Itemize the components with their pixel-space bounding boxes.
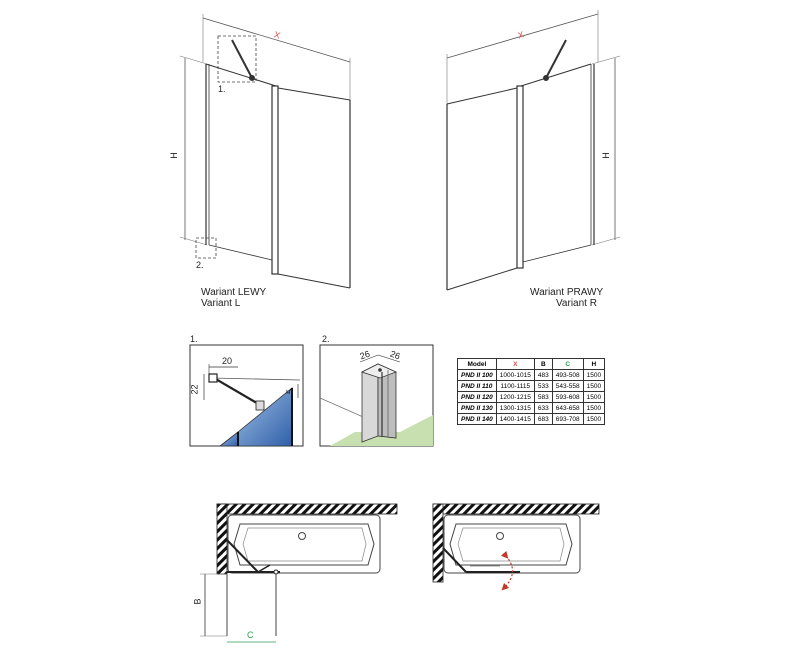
top-right-dim-h: H — [600, 152, 611, 159]
cell-b: 633 — [533, 402, 553, 414]
cell-x: 1000-1015 — [495, 369, 535, 381]
detail-1-dim-5: 5 — [285, 388, 296, 395]
header-c: C — [551, 358, 584, 370]
cell-c: 493-508 — [551, 369, 584, 381]
cell-c: 643-658 — [551, 402, 584, 414]
table-row: PND II 120 1200-1215 583 593-608 1500 — [457, 391, 606, 403]
top-left-detail-2-label: 2. — [196, 260, 204, 270]
table-row: PND II 130 1300-1315 633 643-658 1500 — [457, 402, 606, 414]
cell-x: 1100-1115 — [495, 380, 535, 392]
cell-h: 1500 — [582, 391, 606, 403]
cell-model: PND II 120 — [457, 391, 497, 403]
cell-b: 483 — [533, 369, 553, 381]
cell-h: 1500 — [582, 369, 606, 381]
cell-h: 1500 — [582, 380, 606, 392]
cell-c: 693-708 — [551, 413, 584, 425]
cell-b: 683 — [533, 413, 553, 425]
plan-dim-c: C — [247, 630, 254, 640]
spec-table-header-row: Model X B C H — [457, 358, 606, 370]
top-left-detail-1-label: 1. — [218, 84, 226, 94]
cell-model: PND II 110 — [457, 380, 497, 392]
table-row: PND II 100 1000-1015 483 493-508 1500 — [457, 369, 606, 381]
detail-1-dim-20: 20 — [222, 356, 233, 366]
header-h: H — [582, 358, 606, 370]
cell-model: PND II 140 — [457, 413, 497, 425]
spec-table: Model X B C H PND II 100 1000-1015 483 4… — [457, 358, 606, 425]
detail-2-drawing — [319, 344, 434, 447]
cell-x: 1300-1315 — [495, 402, 535, 414]
variant-left-caption-pl: Wariant LEWY — [201, 287, 267, 298]
variant-right-drawing — [446, 10, 621, 291]
cell-c: 543-558 — [551, 380, 584, 392]
variant-right-caption-pl: Wariant PRAWY — [530, 287, 604, 298]
table-row: PND II 110 1100-1115 533 543-558 1500 — [457, 380, 606, 392]
top-left-dim-h: H — [168, 152, 179, 159]
cell-x: 1200-1215 — [495, 391, 535, 403]
header-model: Model — [457, 358, 497, 370]
detail-2-number: 2. — [322, 334, 330, 344]
cell-b: 533 — [533, 380, 553, 392]
detail-1-dim-22: 22 — [189, 384, 200, 395]
cell-model: PND II 100 — [457, 369, 497, 381]
header-b: B — [533, 358, 553, 370]
plan-dim-b: B — [192, 598, 203, 605]
cell-c: 593-608 — [551, 391, 584, 403]
cell-h: 1500 — [582, 413, 606, 425]
detail-1-number: 1. — [190, 334, 198, 344]
cell-x: 1400-1415 — [495, 413, 535, 425]
variant-left-drawing — [179, 14, 351, 289]
plan-right-drawing — [432, 503, 600, 591]
table-row: PND II 140 1400-1415 683 693-708 1500 — [457, 413, 606, 425]
variant-left-caption-en: Variant L — [201, 298, 241, 309]
cell-h: 1500 — [582, 402, 606, 414]
variant-right-caption-en: Variant R — [556, 298, 597, 309]
cell-b: 583 — [533, 391, 553, 403]
cell-model: PND II 130 — [457, 402, 497, 414]
detail-1-drawing — [189, 344, 304, 447]
header-x: X — [495, 358, 535, 370]
plan-left-drawing — [200, 503, 398, 643]
